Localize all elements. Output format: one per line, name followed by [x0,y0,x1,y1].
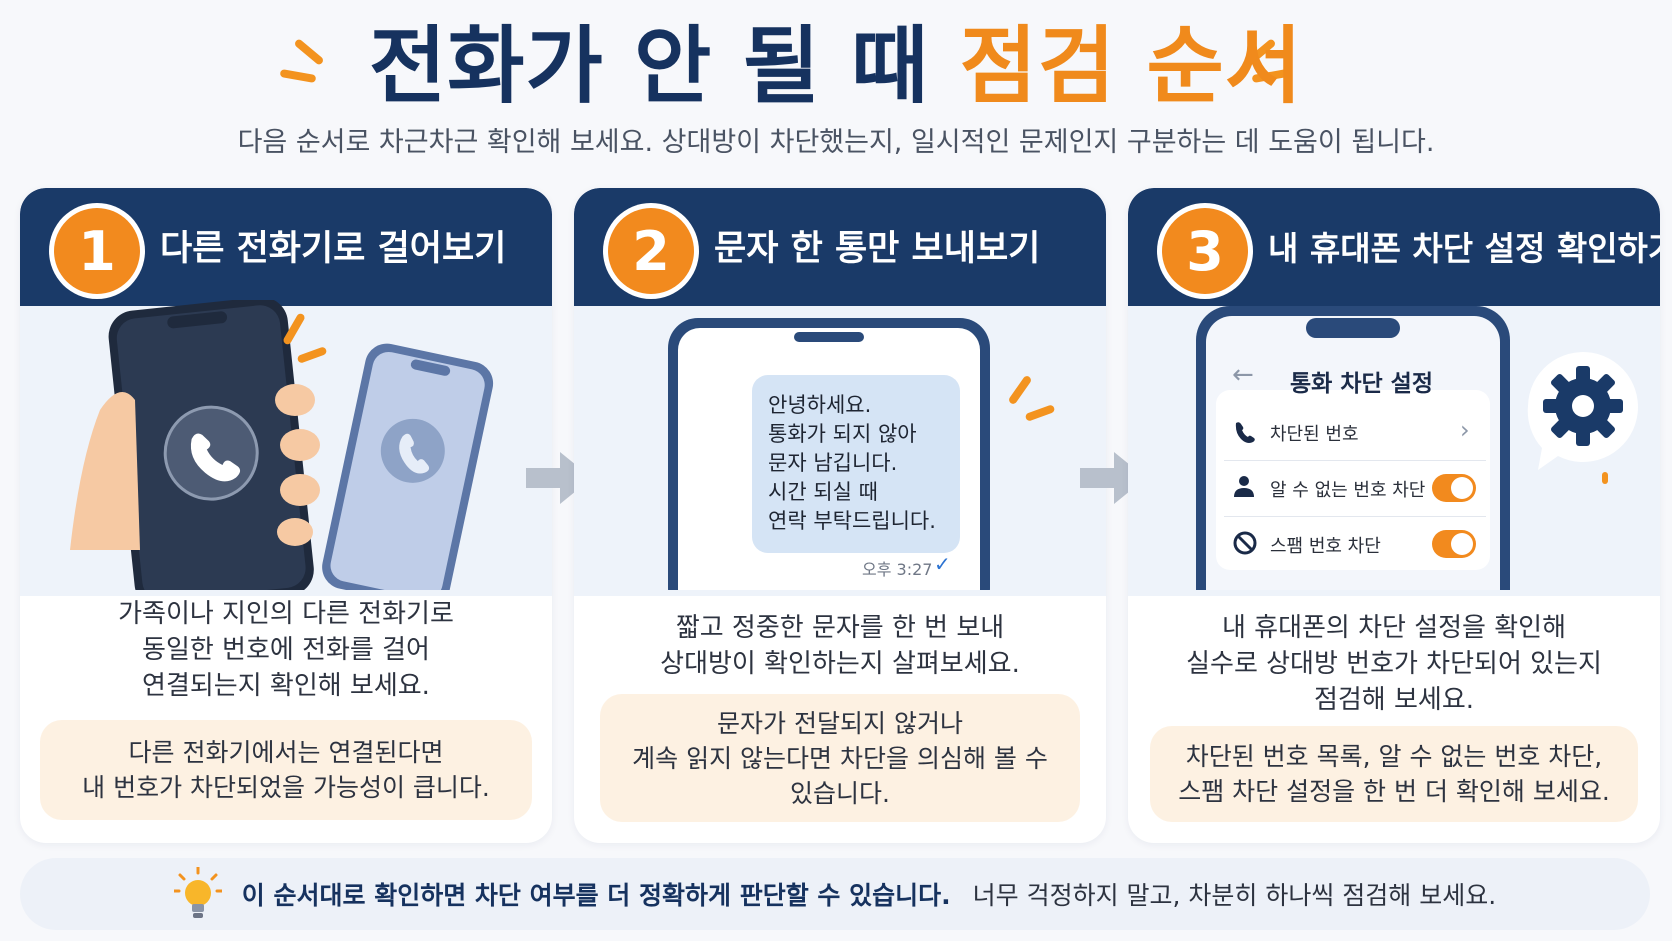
desc-line: 연결되는지 확인해 보세요. [142,671,430,701]
gear-icon [1527,352,1638,484]
message-time: 오후 3:27 [862,560,933,579]
page-title: 전화가 안 될 때 점검 순서 [0,16,1672,116]
phone-icon [399,433,430,474]
note-line: 스팸 차단 설정을 한 번 더 확인해 보세요. [1178,777,1610,806]
card-header: 3 내 휴대폰 차단 설정 확인하기 [1128,188,1660,306]
step-number: 2 [608,208,694,294]
message-line: 통화가 되지 않아 [768,422,917,446]
settings-title: 통화 차단 설정 [1290,371,1433,397]
desc-line: 상대방이 확인하는지 살펴보세요. [660,649,1020,679]
step-description: 내 휴대폰의 차단 설정을 확인해 실수로 상대방 번호가 차단되어 있는지 점… [1128,610,1660,718]
back-arrow-icon[interactable]: ← [1232,360,1254,390]
step-number: 3 [1162,208,1248,294]
chevron-right-icon[interactable]: › [1460,416,1470,444]
settings-row-unknown: 알 수 없는 번호 차단 [1270,480,1426,501]
card-header: 1 다른 전화기로 걸어보기 [20,188,552,306]
desc-line: 실수로 상대방 번호가 차단되어 있는지 [1186,649,1602,679]
unknown-number-toggle[interactable] [1432,474,1476,502]
footer-main-text: 이 순서대로 확인하면 차단 여부를 더 정확하게 판단할 수 있습니다. [241,881,951,910]
check-icon: ✓ [934,552,951,576]
note-line: 있습니다. [790,778,890,808]
footer-sub-text: 너무 걱정하지 말고, 차분히 하나씩 점검해 보세요. [972,881,1497,910]
note-line: 차단된 번호 목록, 알 수 없는 번호 차단, [1185,742,1603,771]
settings-phone [1196,306,1510,590]
second-phone [322,343,494,590]
message-line: 안녕하세요. [768,393,872,417]
step-description: 가족이나 지인의 다른 전화기로 동일한 번호에 전화를 걸어 연결되는지 확인… [20,596,552,704]
note-line: 다른 전화기에서는 연결된다면 [128,738,444,767]
footer-banner: 이 순서대로 확인하면 차단 여부를 더 정확하게 판단할 수 있습니다. 너무… [20,858,1650,930]
title-part2: 점검 순서 [959,17,1304,115]
lightbulb-icon [173,867,222,918]
step-note: 문자가 전달되지 않거나 계속 읽지 않는다면 차단을 의심해 볼 수 있습니다… [600,694,1080,822]
note-line: 문자가 전달되지 않거나 [717,708,963,738]
card-header: 2 문자 한 통만 보내보기 [574,188,1106,306]
header: 전화가 안 될 때 점검 순서 다음 순서로 차근차근 확인해 보세요. 상대방… [0,0,1672,180]
step-description: 짧고 정중한 문자를 한 번 보내 상대방이 확인하는지 살펴보세요. [574,610,1106,682]
main-phone [108,300,314,590]
message-bubble: 안녕하세요. 통화가 되지 않아 문자 남깁니다. 시간 되실 때 연락 부탁드… [752,375,960,553]
desc-line: 점검해 보세요. [1313,685,1475,715]
settings-row-spam: 스팸 번호 차단 [1270,536,1381,557]
divider [1224,516,1486,517]
step-title: 다른 전화기로 걸어보기 [160,229,507,269]
note-line: 내 번호가 차단되었을 가능성이 큽니다. [82,773,490,802]
settings-row-blocked[interactable]: 차단된 번호 [1270,424,1359,445]
desc-line: 가족이나 지인의 다른 전화기로 [118,599,454,629]
desc-line: 동일한 번호에 전화를 걸어 [142,635,430,665]
sparkle-decoration [1009,376,1055,421]
spam-toggle[interactable] [1432,530,1476,558]
step-title: 문자 한 통만 보내보기 [714,229,1041,269]
phone-icon [190,433,241,482]
step-note: 다른 전화기에서는 연결된다면 내 번호가 차단되었을 가능성이 큽니다. [40,720,532,820]
desc-line: 내 휴대폰의 차단 설정을 확인해 [1221,613,1567,643]
phones-illustration [70,300,494,590]
block-icon [1233,531,1257,555]
page-subtitle: 다음 순서로 차근차근 확인해 보세요. 상대방이 차단했는지, 일시적인 문제… [237,127,1435,158]
hand-illustration [70,392,140,550]
divider [1224,460,1486,461]
phone-icon [1235,422,1255,443]
title-part1: 전화가 안 될 때 [368,17,930,115]
message-line: 문자 남깁니다. [768,451,898,475]
step-title: 내 휴대폰 차단 설정 확인하기 [1268,229,1660,268]
person-icon [1234,476,1254,497]
message-line: 연락 부탁드립니다. [768,509,936,533]
desc-line: 짧고 정중한 문자를 한 번 보내 [675,613,1005,643]
message-line: 시간 되실 때 [768,480,878,504]
note-line: 계속 읽지 않는다면 차단을 의심해 볼 수 [632,743,1048,773]
step-note: 차단된 번호 목록, 알 수 없는 번호 차단, 스팸 차단 설정을 한 번 더… [1150,726,1638,822]
step-number: 1 [54,208,140,294]
